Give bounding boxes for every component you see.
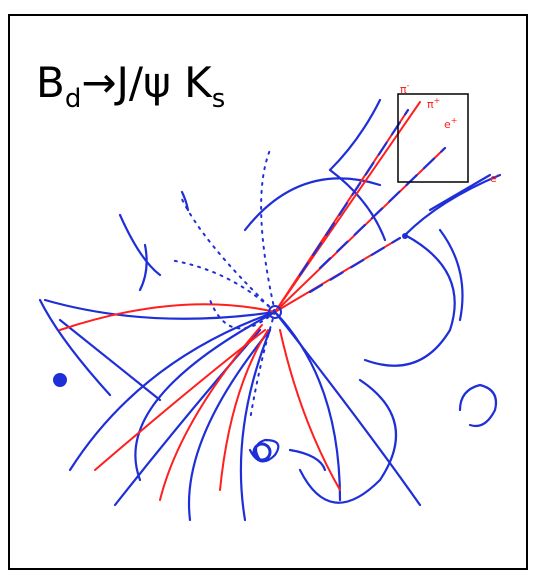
label-e-minus: e-	[490, 170, 500, 185]
secondary-vertex	[402, 233, 408, 239]
blue-track	[38, 298, 112, 397]
blue-overlay	[318, 146, 447, 270]
red-track	[279, 329, 341, 491]
title-ks-sub: s	[211, 84, 226, 114]
blue-track	[58, 318, 162, 402]
blue-track	[118, 213, 162, 277]
title-b-sub: d	[64, 84, 82, 114]
red-track	[219, 329, 269, 491]
blue-track	[298, 378, 398, 504]
blue-track	[328, 168, 387, 242]
blue-track	[239, 328, 272, 522]
red-track-group	[59, 101, 446, 501]
blue-track-group	[38, 98, 502, 522]
blue-track	[113, 328, 262, 507]
blue-track	[138, 243, 148, 292]
label-pi-plus: π+	[427, 96, 440, 111]
hit-dots	[169, 259, 276, 313]
blue-track	[428, 173, 492, 212]
blue-track	[438, 228, 464, 322]
blue-track	[403, 173, 502, 237]
hit-dots	[249, 311, 276, 421]
hit-dots-group	[169, 149, 276, 421]
title-products: J/ψ K	[116, 58, 212, 107]
blue-track	[458, 383, 498, 428]
red-track	[94, 329, 266, 471]
red-track	[159, 324, 263, 501]
hit-cluster	[252, 442, 272, 462]
blue-overlay	[298, 108, 410, 277]
label-e-plus: e+	[444, 116, 457, 131]
hit-dots	[209, 299, 276, 330]
blue-track	[288, 448, 327, 472]
hit-dots	[179, 194, 276, 313]
blue-track	[188, 328, 272, 522]
blue-track	[243, 177, 382, 232]
hit-cluster	[53, 373, 67, 387]
blue-track	[43, 298, 277, 320]
title-arrow: →	[81, 58, 117, 107]
blue-overlay-group	[298, 108, 447, 294]
event-display-frame	[8, 14, 528, 570]
blue-track	[68, 310, 277, 472]
label-pi-minus: π-	[400, 81, 410, 96]
blue-overlay	[308, 236, 402, 294]
blue-track	[273, 310, 422, 507]
red-track	[274, 101, 421, 313]
blue-track	[363, 233, 456, 367]
zoom-box	[397, 93, 469, 183]
blue-track	[273, 310, 342, 502]
decay-title: Bd→J/ψ Ks	[36, 62, 226, 114]
red-track	[59, 303, 276, 331]
title-b: B	[36, 58, 65, 107]
hit-dots	[260, 149, 276, 313]
blue-track	[328, 98, 382, 172]
primary-vertex	[268, 305, 282, 319]
